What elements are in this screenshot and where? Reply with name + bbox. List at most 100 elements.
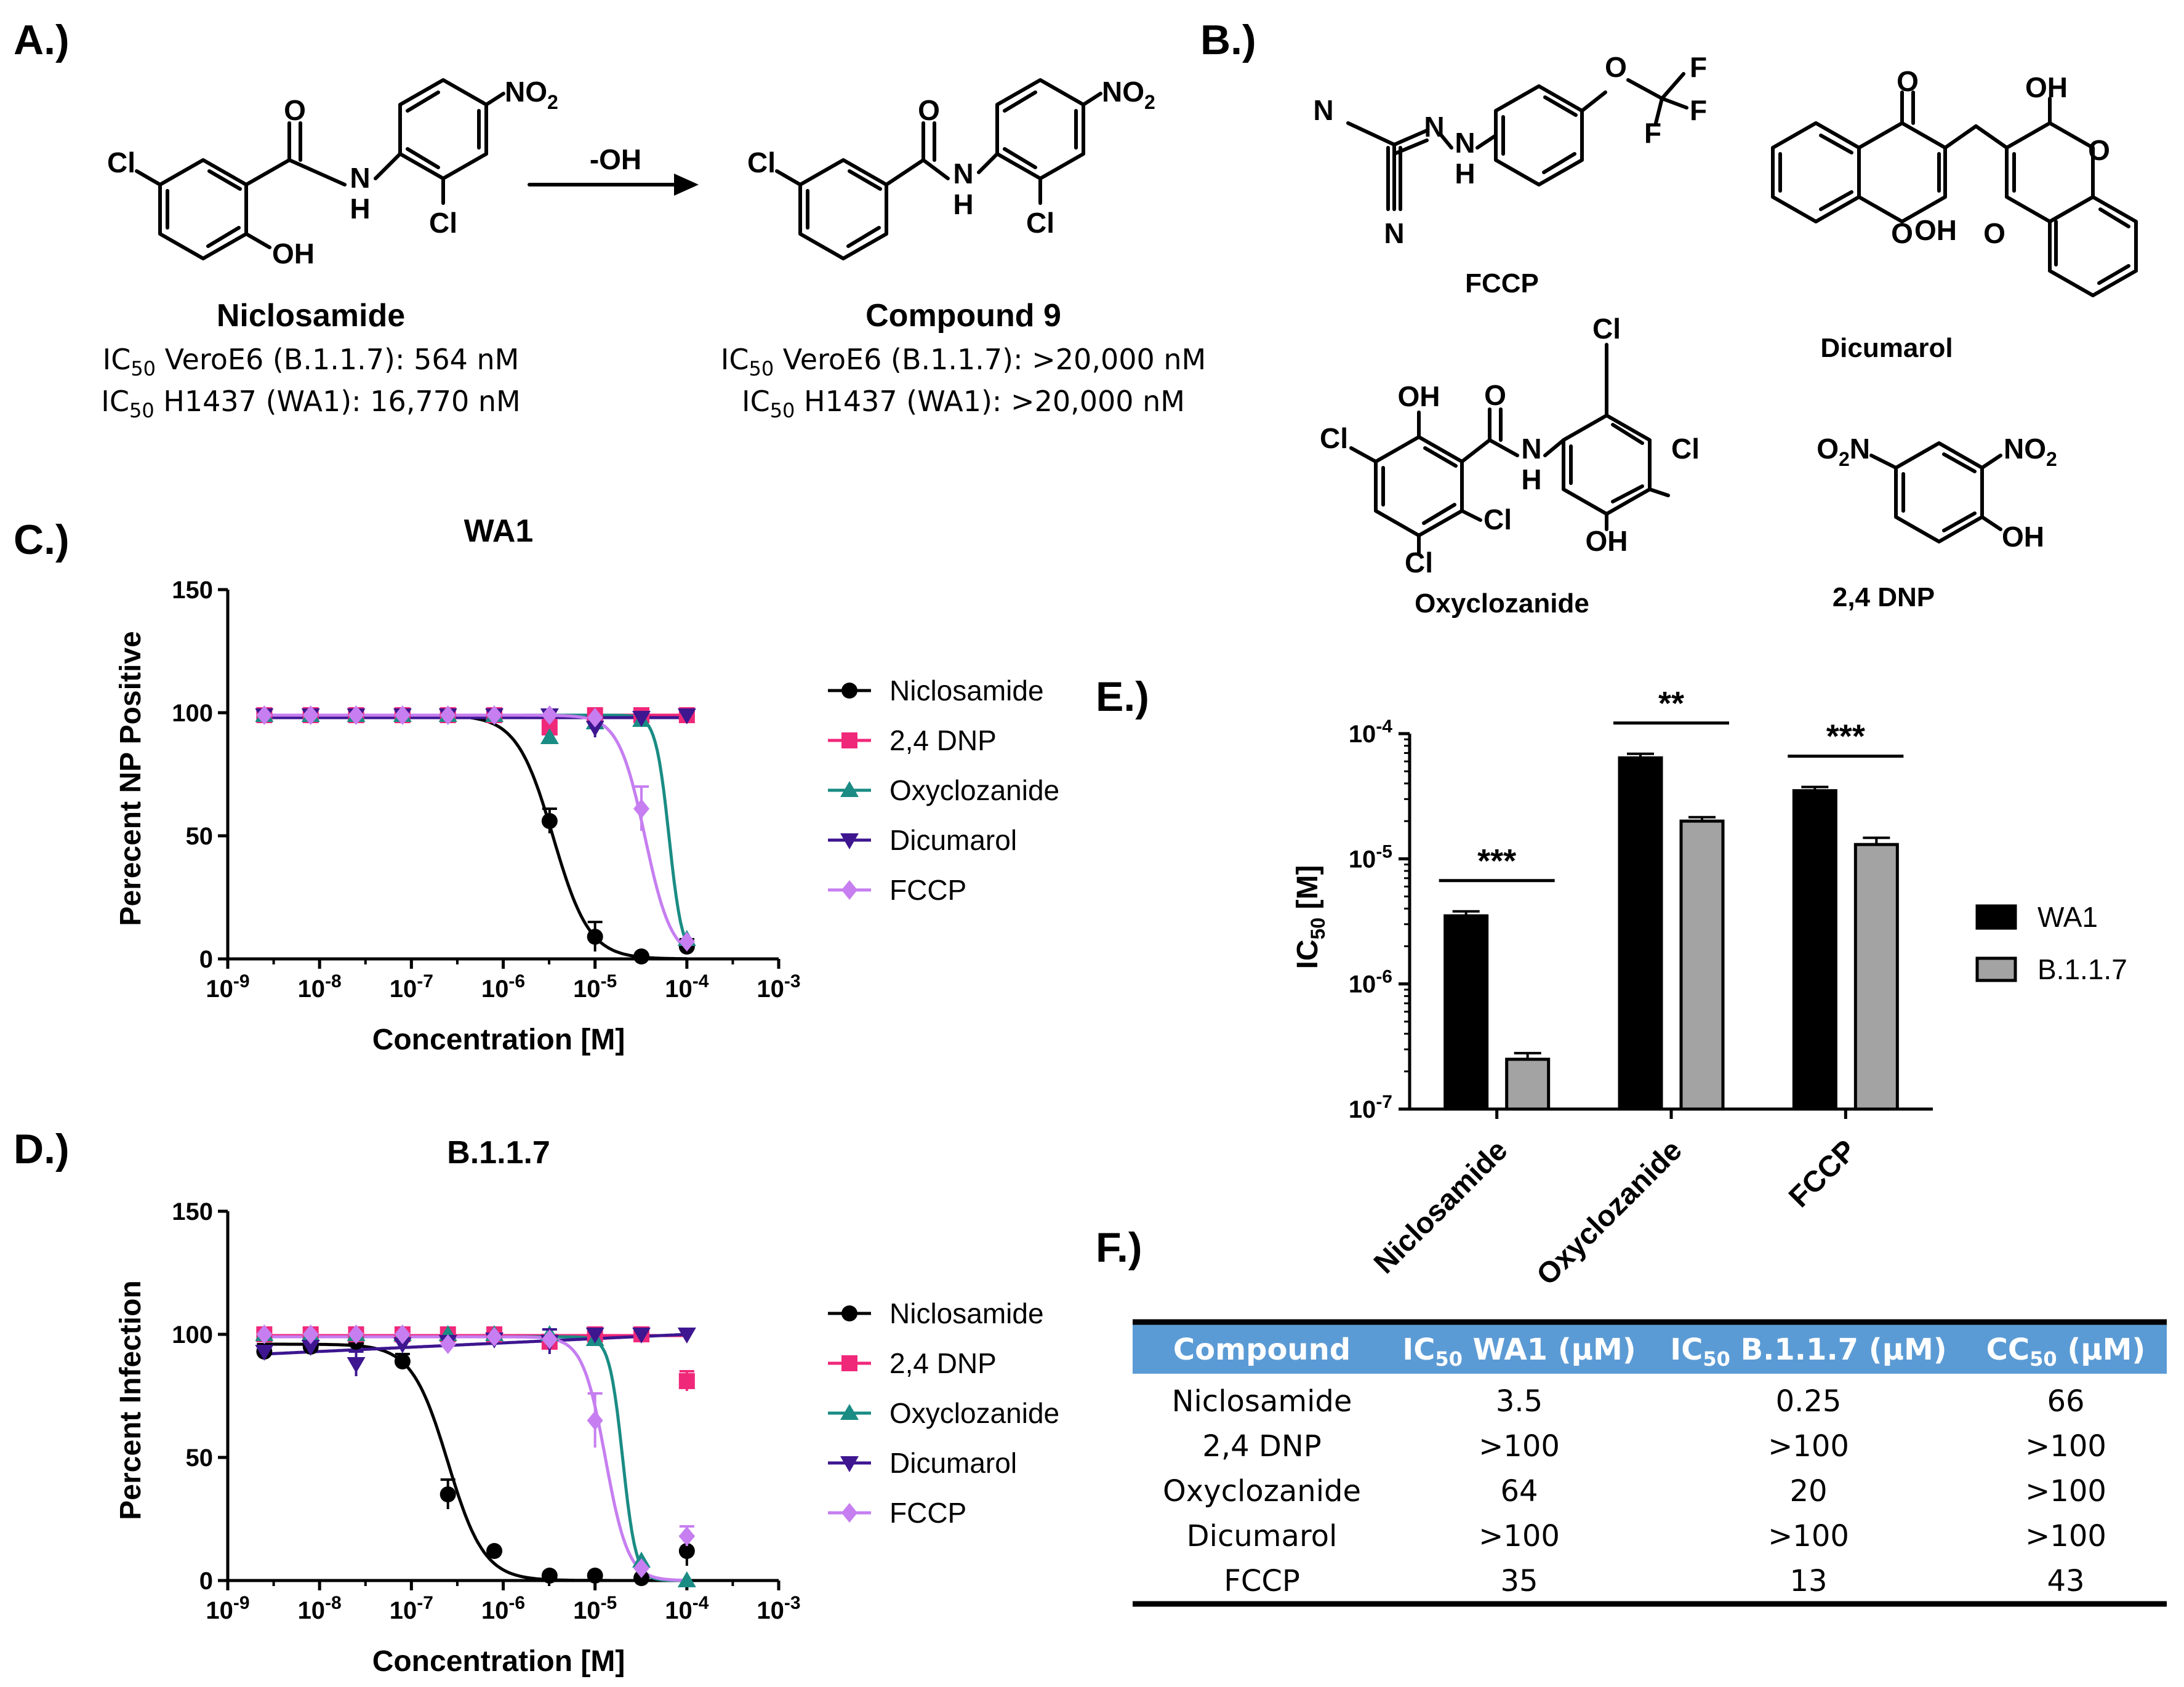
panel-label-c: C.) xyxy=(14,516,70,563)
legend-label: Oxyclozanide xyxy=(889,774,1059,806)
ring-oxygen: O xyxy=(1891,217,1913,249)
data-point xyxy=(633,799,650,819)
x-tick-label: FCCP xyxy=(1783,1134,1863,1214)
legend-swatch-marker xyxy=(841,683,857,699)
compound-9-name: Compound 9 xyxy=(865,298,1061,334)
data-point xyxy=(632,1328,651,1344)
x-tick-label: 10-7 xyxy=(390,971,433,1003)
amide-nitrogen: N xyxy=(953,158,973,190)
tick-base: 10 xyxy=(665,976,693,1003)
tick-base: 10 xyxy=(1349,846,1376,873)
data-point xyxy=(587,1568,603,1584)
hydroxyl-group: OH xyxy=(1914,214,1957,246)
chloro-atom: Cl xyxy=(1026,207,1054,239)
data-point xyxy=(347,1357,366,1373)
data-point xyxy=(677,708,696,724)
y-tick-label: 50 xyxy=(186,1445,214,1472)
carbonyl-oxygen: O xyxy=(918,94,940,126)
hydroxyl-group: OH xyxy=(272,238,315,270)
fit-curve-Niclosamide xyxy=(264,1342,687,1582)
data-point xyxy=(486,1543,503,1559)
ketone-oxygen: O xyxy=(1983,217,2005,249)
fit-curves xyxy=(264,713,689,961)
table-header-cell: IC50 WA1 (µM) xyxy=(1402,1332,1636,1371)
legend-label: B.1.1.7 xyxy=(2037,953,2127,985)
tick-base: 10 xyxy=(573,976,601,1003)
data-point xyxy=(394,1324,411,1344)
table-cell: 43 xyxy=(2047,1564,2084,1598)
table-cell: FCCP xyxy=(1224,1564,1300,1598)
fccp-structure: O F F F N H N N N xyxy=(1313,51,1707,249)
tick-base: 10 xyxy=(665,1597,693,1624)
ketone-oxygen: O xyxy=(1897,65,1919,97)
oxyclozanide-name: Oxyclozanide xyxy=(1415,588,1589,619)
y-axis-title: IC50 [M] xyxy=(1291,865,1329,969)
tick-exponent: -7 xyxy=(417,971,433,992)
fluorine-atom: F xyxy=(1644,117,1661,149)
compound-9-ic50-verode6: IC50 VeroE6 (B.1.1.7): >20,000 nM xyxy=(721,343,1206,380)
x-axis-title: Concentration [M] xyxy=(372,1645,625,1678)
table-cell: 66 xyxy=(2047,1384,2084,1419)
x-axis-title: Concentration [M] xyxy=(372,1024,625,1056)
chloro-atom: Cl xyxy=(1483,503,1512,535)
tick-exponent: -4 xyxy=(693,971,709,992)
tick-base: 10 xyxy=(1349,1096,1376,1123)
table-cell: 64 xyxy=(1500,1474,1538,1509)
y-tick-label: 10-5 xyxy=(1349,841,1392,873)
data-point xyxy=(587,708,603,727)
data-point xyxy=(633,1558,650,1578)
data-point xyxy=(394,1353,411,1369)
hydrazone-n: N xyxy=(1424,111,1444,143)
table-header-cell: Compound xyxy=(1173,1332,1351,1367)
tick-exponent: -5 xyxy=(601,1593,617,1613)
tick-base: 10 xyxy=(573,1597,601,1624)
table-cell: 20 xyxy=(1789,1474,1827,1509)
header-subscript: 50 xyxy=(1703,1347,1730,1371)
legend-swatch-marker xyxy=(840,1456,859,1472)
y-tick-label: 100 xyxy=(172,700,213,727)
data-point xyxy=(256,1324,273,1344)
tick-base: 10 xyxy=(481,1597,509,1624)
tick-base: 10 xyxy=(298,1597,326,1624)
data-point xyxy=(440,1334,456,1354)
table-cell: Niclosamide xyxy=(1172,1384,1352,1419)
tick-exponent: -5 xyxy=(601,971,617,992)
legend-swatch xyxy=(1975,904,2017,930)
data-point xyxy=(632,711,651,727)
data-point xyxy=(540,728,559,744)
chloro-atom: Cl xyxy=(1592,313,1621,345)
hydroxyl-group: OH xyxy=(2025,71,2068,103)
y-tick-label: 50 xyxy=(186,823,214,850)
tick-exponent: -7 xyxy=(1376,1092,1392,1112)
tick-base: 10 xyxy=(206,976,233,1003)
table-cell: >100 xyxy=(1479,1519,1560,1553)
tick-exponent: -4 xyxy=(1376,716,1392,737)
header-text: B.1.1.7 (µM) xyxy=(1730,1332,1947,1367)
significance-label: *** xyxy=(1826,718,1865,755)
compound-9-structure: Cl O N H NO2 Cl xyxy=(747,76,1155,260)
hydrazone-h: H xyxy=(1455,158,1475,190)
legend-label: Niclosamide xyxy=(889,675,1044,707)
y-tick-label: 0 xyxy=(199,946,213,973)
nitro-group: O2N xyxy=(1817,433,1870,470)
legend-label: Dicumarol xyxy=(889,824,1017,856)
dnp-name: 2,4 DNP xyxy=(1833,582,1935,612)
x-tick-label: 10-9 xyxy=(206,971,249,1003)
tick-exponent: -9 xyxy=(233,1593,250,1613)
legend-swatch-marker xyxy=(841,880,857,900)
tick-exponent: -8 xyxy=(325,1593,342,1613)
data-point xyxy=(587,929,603,945)
data-point xyxy=(585,721,604,737)
panel-label-a: A.) xyxy=(14,17,70,63)
header-text: WA1 (µM) xyxy=(1463,1332,1636,1367)
y-tick-label: 0 xyxy=(199,1568,213,1595)
dnp-structure: O2N NO2 OH xyxy=(1817,433,2057,553)
y-tick-label: 10-4 xyxy=(1349,716,1392,748)
tick-base: 10 xyxy=(481,976,509,1003)
bars: ******** xyxy=(1439,685,1904,1111)
tick-base: 10 xyxy=(1349,721,1376,748)
